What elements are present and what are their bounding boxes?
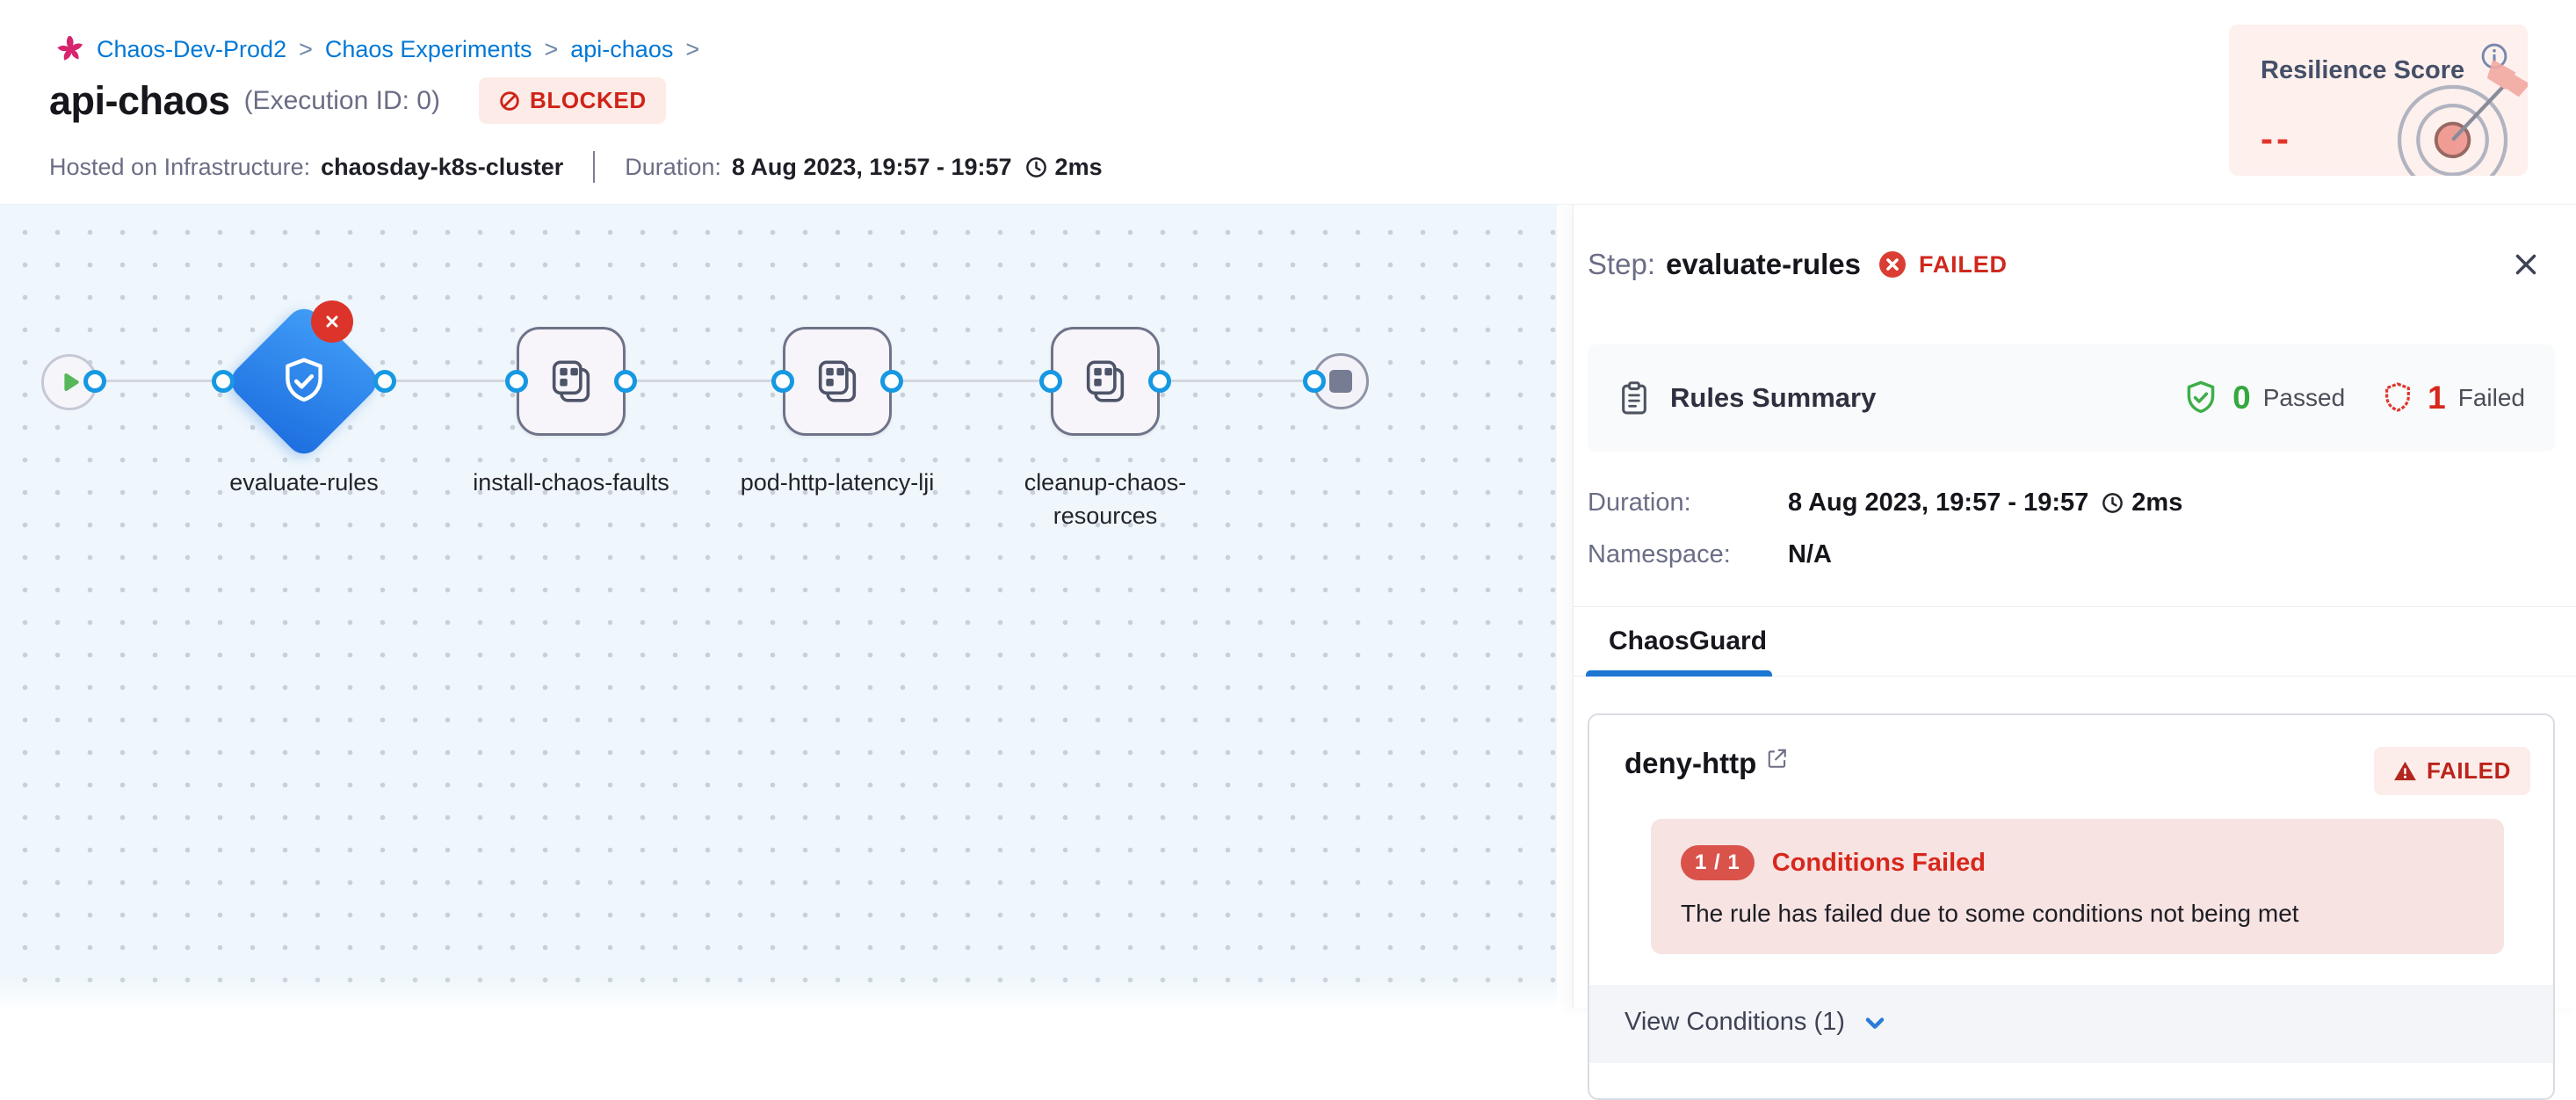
clock-icon <box>2101 491 2124 515</box>
chaos-module-icon <box>49 33 84 66</box>
pipeline-canvas[interactable]: evaluate-rules install-chaos-faults <box>0 204 1557 1008</box>
connector-port <box>880 370 903 393</box>
status-badge-label: BLOCKED <box>529 87 647 113</box>
status-badge-blocked: BLOCKED <box>478 77 666 124</box>
play-icon <box>56 369 83 395</box>
target-dart-illustration <box>2384 51 2528 176</box>
hosted-value: chaosday-k8s-cluster <box>321 153 564 180</box>
meta-divider <box>593 151 596 183</box>
breadcrumb-item-experiments[interactable]: Chaos Experiments <box>324 35 532 62</box>
active-tab-indicator <box>1586 670 1772 677</box>
rule-status-text: FAILED <box>2426 757 2511 784</box>
shield-pass-icon <box>2182 378 2220 418</box>
breadcrumb-separator: > <box>544 35 559 62</box>
execution-meta: Hosted on Infrastructure: chaosday-k8s-c… <box>49 151 1103 183</box>
panel-divider <box>1574 606 2576 607</box>
resilience-score-value: -- <box>2261 118 2292 159</box>
error-circle-icon <box>1877 249 1908 280</box>
breadcrumb-separator: > <box>299 35 313 62</box>
step-status-text: FAILED <box>1919 250 2008 278</box>
duration-value: 8 Aug 2023, 19:57 - 19:57 <box>731 153 1012 180</box>
step-details-panel: Step: evaluate-rules FAILED <box>1573 204 2576 1100</box>
panel-tabs: ChaosGuard <box>1574 607 2576 677</box>
hosted-label: Hosted on Infrastructure: <box>49 153 311 180</box>
connector-port <box>212 370 235 393</box>
duration-key: Duration: <box>1588 488 1691 517</box>
connector-port <box>1039 370 1062 393</box>
step-label: Step: <box>1588 248 1656 280</box>
rules-summary-title: Rules Summary <box>1670 382 1877 413</box>
rule-card-deny-http: deny-http <box>1588 713 2555 1100</box>
conditions-failed-alert: 1 / 1 Conditions Failed The rule has fai… <box>1651 819 2504 954</box>
duration-elapsed: 2ms <box>2131 488 2183 517</box>
namespace-key: Namespace: <box>1588 540 1731 568</box>
stop-icon <box>1329 370 1352 393</box>
close-icon[interactable] <box>2509 248 2543 281</box>
shield-check-icon <box>277 354 331 409</box>
rule-name: deny-http <box>1624 747 1757 779</box>
view-conditions-label: View Conditions (1) <box>1624 1008 1845 1036</box>
failed-label: Failed <box>2457 384 2525 411</box>
blocked-icon <box>498 90 521 112</box>
warning-icon <box>2393 760 2417 782</box>
namespace-value: N/A <box>1788 540 1832 568</box>
node-label: install-chaos-faults <box>473 469 669 496</box>
resilience-score-title: Resilience Score <box>2261 56 2465 84</box>
duration-elapsed: 2ms <box>1054 153 1103 180</box>
step-name: evaluate-rules <box>1666 248 1862 280</box>
shield-fail-icon <box>2380 379 2415 417</box>
breadcrumb-item-experiment[interactable]: api-chaos <box>570 35 674 62</box>
step-group-icon <box>812 356 863 407</box>
duration-row: Duration: 8 Aug 2023, 19:57 - 19:57 2ms <box>1588 488 2555 517</box>
namespace-row: Namespace: N/A <box>1588 540 2555 569</box>
duration-label: Duration: <box>625 153 721 180</box>
node-failed-badge-icon <box>311 300 353 343</box>
connector-port <box>1148 370 1171 393</box>
duration-value: 8 Aug 2023, 19:57 - 19:57 <box>1788 488 2089 517</box>
rules-summary-card: Rules Summary 0 Passed 1 Failed <box>1588 344 2555 452</box>
page-title: api-chaos <box>49 77 230 123</box>
resilience-score-card: Resilience Score -- <box>2229 25 2528 176</box>
clipboard-icon <box>1617 380 1651 416</box>
node-install-chaos-faults[interactable] <box>517 327 626 436</box>
connector-port <box>614 370 637 393</box>
connector-port <box>83 370 106 393</box>
node-pod-http-latency[interactable] <box>783 327 892 436</box>
step-group-icon <box>546 356 597 407</box>
node-label: cleanup-chaos-resources <box>1024 469 1187 529</box>
connector-port <box>373 370 396 393</box>
tab-chaosguard[interactable]: ChaosGuard <box>1609 626 1768 655</box>
node-label: pod-http-latency-lji <box>740 469 935 496</box>
breadcrumb-item-project[interactable]: Chaos-Dev-Prod2 <box>97 35 287 62</box>
conditions-failed-message: The rule has failed due to some conditio… <box>1681 900 2299 927</box>
conditions-ratio-badge: 1 / 1 <box>1681 845 1755 880</box>
connector-port <box>771 370 794 393</box>
connector-port <box>1303 370 1326 393</box>
connector-port <box>505 370 528 393</box>
passed-count: 0 <box>2232 380 2251 416</box>
failed-count: 1 <box>2428 380 2446 416</box>
conditions-failed-title: Conditions Failed <box>1771 848 1986 877</box>
rule-status-badge: FAILED <box>2373 747 2530 795</box>
node-cleanup-chaos-resources[interactable] <box>1051 327 1160 436</box>
node-label: evaluate-rules <box>229 469 379 496</box>
execution-id: (Execution ID: 0) <box>243 85 440 115</box>
page-header: Chaos-Dev-Prod2 > Chaos Experiments > ap… <box>0 0 2576 204</box>
view-conditions-toggle[interactable]: View Conditions (1) <box>1589 985 2553 1063</box>
breadcrumb: Chaos-Dev-Prod2 > Chaos Experiments > ap… <box>49 30 699 69</box>
rule-name-link[interactable]: deny-http <box>1624 747 1788 780</box>
passed-label: Passed <box>2262 384 2346 411</box>
chevron-down-icon <box>1861 1009 1889 1037</box>
external-link-icon[interactable] <box>1765 747 1788 770</box>
node-evaluate-rules[interactable] <box>224 301 384 461</box>
clock-icon <box>1024 156 1048 179</box>
breadcrumb-separator: > <box>685 35 700 62</box>
pipeline-connector <box>69 380 1342 382</box>
step-group-icon <box>1080 356 1131 407</box>
